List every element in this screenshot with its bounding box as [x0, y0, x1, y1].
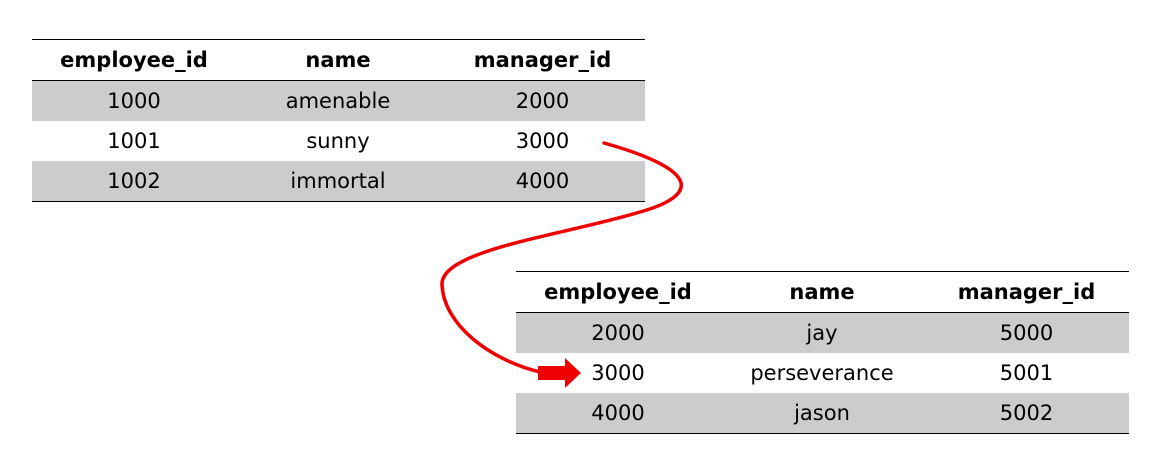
header-employee-id: employee_id	[32, 39, 236, 81]
cell-employee-id: 1001	[107, 129, 161, 153]
header-employee-id: employee_id	[516, 271, 720, 313]
cell-employee-id: 1000	[32, 80, 236, 121]
header-manager-id: manager_id	[440, 39, 645, 81]
cell-manager-id: 2000	[440, 80, 645, 121]
cell-name: amenable	[236, 80, 440, 121]
cell-employee-id: 3000	[591, 361, 645, 385]
cell-manager-id: 4000	[440, 161, 645, 202]
cell-manager-id: 5001	[999, 361, 1054, 385]
table-header-row: employee_id name manager_id	[516, 271, 1129, 313]
header-name: name	[720, 271, 924, 313]
table-row: 2000 jay 5000	[516, 312, 1129, 353]
employee-table-top: employee_id name manager_id 1000 amenabl…	[32, 39, 645, 202]
cell-manager-id: 5002	[924, 393, 1129, 434]
cell-employee-id: 2000	[516, 312, 720, 353]
cell-name: perseverance	[750, 361, 894, 385]
cell-employee-id: 1002	[32, 161, 236, 202]
cell-name: immortal	[236, 161, 440, 202]
employee-table-bottom: employee_id name manager_id 2000 jay 500…	[516, 271, 1129, 434]
cell-name: jay	[720, 312, 924, 353]
header-name: name	[236, 39, 440, 81]
table-row: 1001 sunny 3000	[32, 121, 645, 161]
cell-employee-id: 4000	[516, 393, 720, 434]
table-row: 4000 jason 5002	[516, 393, 1129, 434]
table-row: 1000 amenable 2000	[32, 80, 645, 121]
table-header-row: employee_id name manager_id	[32, 39, 645, 81]
table-row: 1002 immortal 4000	[32, 161, 645, 202]
cell-manager-id: 5000	[924, 312, 1129, 353]
header-manager-id: manager_id	[924, 271, 1129, 313]
cell-name: sunny	[306, 129, 370, 153]
cell-manager-id: 3000	[515, 129, 570, 153]
cell-name: jason	[720, 393, 924, 434]
table-row: 3000 perseverance 5001	[516, 353, 1129, 393]
